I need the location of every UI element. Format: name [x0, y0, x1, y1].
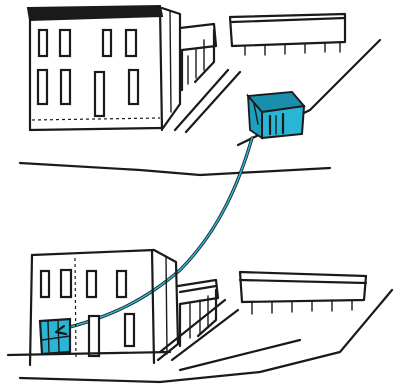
top-long-building — [230, 14, 345, 55]
window — [60, 30, 70, 56]
window — [61, 70, 70, 104]
window — [129, 70, 138, 104]
bottom-side-building — [178, 280, 218, 346]
window — [89, 316, 99, 356]
window — [38, 70, 47, 104]
window — [39, 30, 47, 56]
window — [103, 30, 111, 56]
window — [41, 271, 49, 297]
window — [125, 314, 134, 346]
bottom-streetscape — [8, 250, 392, 382]
top-streetscape — [20, 6, 380, 175]
window — [87, 271, 96, 297]
window — [126, 30, 136, 56]
bottom-long-building — [240, 272, 366, 314]
window — [61, 270, 71, 297]
blue-prefab-module — [248, 92, 304, 138]
window — [117, 271, 126, 297]
top-main-building — [28, 6, 180, 130]
top-side-building — [180, 24, 216, 90]
inserted-blue-module — [40, 319, 70, 354]
bottom-main-building — [30, 250, 178, 365]
window — [95, 72, 104, 116]
